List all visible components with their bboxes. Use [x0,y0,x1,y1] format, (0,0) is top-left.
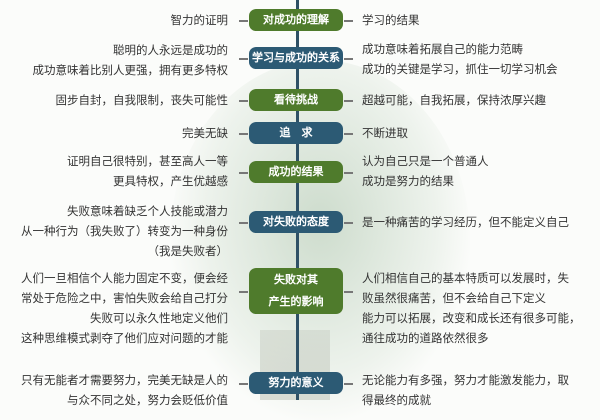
text-line: 失败可以永久性地定义他们 [90,311,228,325]
fixed-mindset-text: 证明自己很特别，甚至高人一等更具特权，产生优越感 [67,151,228,191]
growth-mindset-text: 学习的结果 [362,10,420,30]
topic-node: 努力的意义 [249,372,343,394]
growth-mindset-text: 认为自己只是一个普通人成功是努力的结果 [362,151,489,191]
left-connector [239,133,248,135]
text-line: 从一种行为（我失败了）转变为一种身份 [21,224,228,238]
text-line: 学习的结果 [362,13,420,27]
left-connector [239,20,248,22]
text-line: 不断进取 [362,126,408,140]
right-connector [344,58,353,60]
fixed-mindset-text: 完美无缺 [182,123,228,143]
growth-mindset-text: 成功意味着拓展自己的能力范畴成功的关键是学习，抓住一切学习机会 [362,39,558,79]
left-connector [239,100,248,102]
right-connector [344,291,353,293]
left-connector [239,222,248,224]
text-line: 认为自己只是一个普通人 [362,154,489,168]
text-line: （我是失败者） [147,244,229,258]
left-connector [239,383,248,385]
text-line: 是一种痛苦的学习经历，但不能定义自己 [362,215,569,229]
text-line: 超越可能，自我拓展，保持浓厚兴趣 [362,93,546,107]
text-line: 只有无能者才需要努力，完美无缺是人的 [21,373,228,387]
text-line: 智力的证明 [170,13,229,27]
text-line: 能力可以拓展，改变和成长还有很多可能， [362,311,581,325]
topic-node: 对失败的态度 [249,211,343,233]
text-line: 得最终的成就 [362,393,431,407]
text-line: 固步自封，自我限制，丧失可能性 [55,93,229,107]
topic-node: 追 求 [249,122,343,144]
text-line: 与众不同之处，努力会贬低价值 [67,393,228,407]
text-line: 无论能力有多强，努力才能激发能力，取 [362,373,569,387]
fixed-mindset-text: 智力的证明 [171,10,229,30]
growth-mindset-text: 人们相信自己的基本特质可以发展时，失败虽然很痛苦，但不会给自己下定义能力可以拓展… [362,268,581,348]
central-spine [296,0,299,400]
text-line: 人们一旦相信个人能力固定不变，便会经 [21,271,228,285]
fixed-mindset-text: 失败意味着缺乏个人技能或潜力从一种行为（我失败了）转变为一种身份 （我是失败者） [21,201,228,261]
text-line: 人们相信自己的基本特质可以发展时，失 [362,271,569,285]
text-line: 证明自己很特别，甚至高人一等 [67,154,228,168]
text-line: 败虽然很痛苦，但不会给自己下定义 [362,291,546,305]
text-line: 成功是努力的结果 [362,174,454,188]
text-line: 失败意味着缺乏个人技能或潜力 [67,204,228,218]
text-line: 成功意味着比别人更强，拥有更多特权 [32,63,229,77]
right-connector [344,100,353,102]
fixed-mindset-text: 聪明的人永远是成功的成功意味着比别人更强，拥有更多特权 [33,40,229,80]
text-line: 完美无缺 [182,126,228,140]
topic-node: 对成功的理解 [249,9,343,31]
right-connector [344,222,353,224]
growth-mindset-text: 无论能力有多强，努力才能激发能力，取得最终的成就 [362,370,569,410]
text-line: 更具特权，产生优越感 [113,174,228,188]
right-connector [344,383,353,385]
text-line: 聪明的人永远是成功的 [113,43,228,57]
growth-mindset-text: 超越可能，自我拓展，保持浓厚兴趣 [362,90,546,110]
left-connector [239,291,248,293]
left-connector [239,58,248,60]
right-connector [344,133,353,135]
growth-mindset-text: 不断进取 [362,123,408,143]
growth-mindset-text: 是一种痛苦的学习经历，但不能定义自己 [362,212,569,232]
topic-node: 成功的结果 [249,161,343,183]
fixed-mindset-text: 只有无能者才需要努力，完美无缺是人的与众不同之处，努力会贬低价值 [21,370,228,410]
left-connector [239,172,248,174]
right-connector [344,20,353,22]
text-line: 成功的关键是学习，抓住一切学习机会 [362,62,558,76]
text-line: 常处于危险之中，害怕失败会给自己打分 [21,291,228,305]
fixed-mindset-text: 固步自封，自我限制，丧失可能性 [56,90,229,110]
topic-node: 学习与成功的关系 [249,47,343,69]
topic-node: 看待挑战 [249,89,343,111]
text-line: 成功意味着拓展自己的能力范畴 [362,42,523,56]
text-line: 通往成功的道路依然很多 [362,331,489,345]
right-connector [344,172,353,174]
text-line: 这种思维模式剥夺了他们应对问题的才能 [21,331,228,345]
topic-node: 失败对其 产生的影响 [249,268,343,314]
fixed-mindset-text: 人们一旦相信个人能力固定不变，便会经常处于危险之中，害怕失败会给自己打分失败可以… [21,268,228,348]
